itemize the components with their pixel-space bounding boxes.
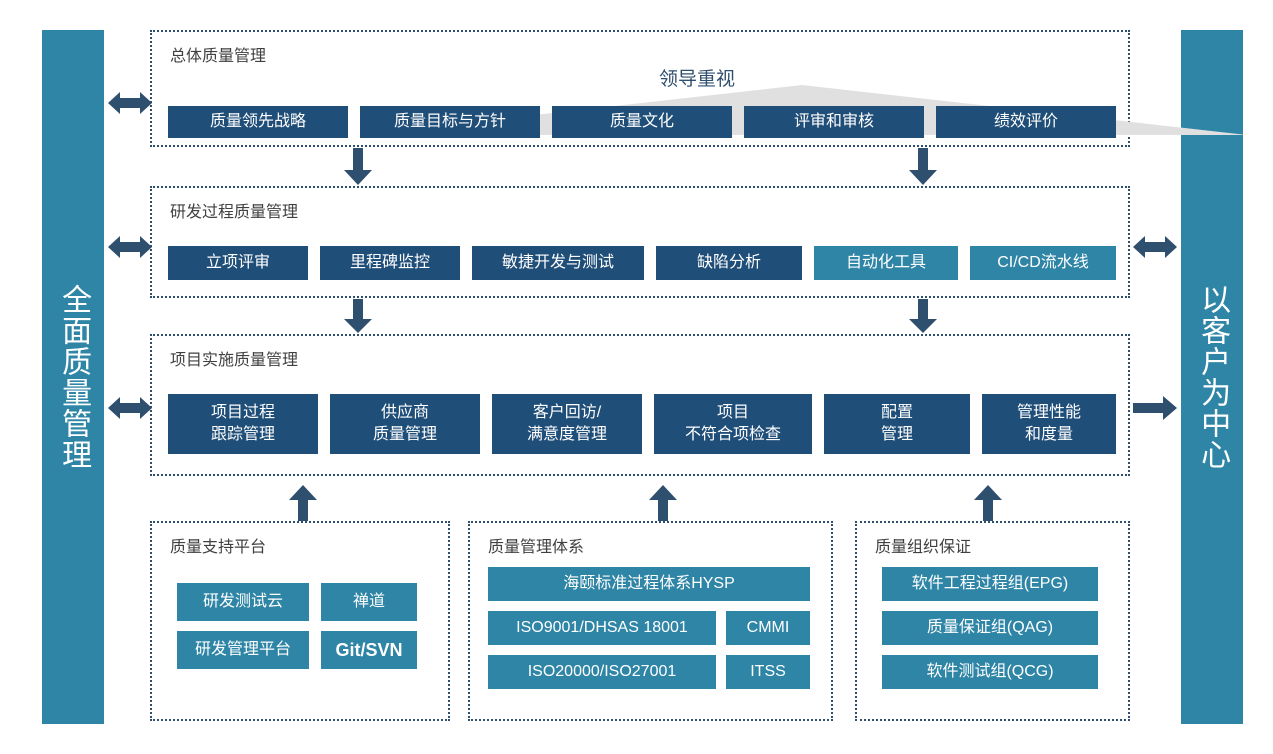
box-project-nonconformity-check[interactable]: 项目 不符合项检查 <box>654 394 812 454</box>
panel-rnd-process-quality-management: 研发过程质量管理 立项评审 里程碑监控 敏捷开发与测试 缺陷分析 自动化工具 C… <box>150 186 1130 298</box>
box-quality-leading-strategy[interactable]: 质量领先战略 <box>168 106 348 138</box>
arrow-management-system-up <box>649 485 677 521</box>
box-management-performance-metrics[interactable]: 管理性能 和度量 <box>982 394 1116 454</box>
box-milestone-monitoring[interactable]: 里程碑监控 <box>320 246 460 280</box>
arrow-left-to-overall-bidirectional <box>108 92 152 114</box>
arrow-rnd-to-project-down-left <box>344 299 372 333</box>
box-rnd-management-platform[interactable]: 研发管理平台 <box>177 631 309 669</box>
panel-project-implementation-quality-management: 项目实施质量管理 项目过程 跟踪管理 供应商 质量管理 客户回访/ 满意度管理 … <box>150 334 1130 476</box>
box-git-svn[interactable]: Git/SVN <box>321 631 417 669</box>
box-review-and-audit[interactable]: 评审和审核 <box>744 106 924 138</box>
box-iso20000-iso27001[interactable]: ISO20000/ISO27001 <box>488 655 716 689</box>
box-cmmi[interactable]: CMMI <box>726 611 810 645</box>
box-supplier-quality-management[interactable]: 供应商 质量管理 <box>330 394 480 454</box>
arrow-left-to-project-bidirectional <box>108 397 152 419</box>
arrow-left-to-rnd-bidirectional <box>108 236 152 258</box>
leadership-label: 领导重视 <box>658 69 735 90</box>
arrow-overall-to-rnd-down-right <box>909 148 937 185</box>
panel-overall-quality-management: 总体质量管理 领导重视 质量领先战略 质量目标与方针 质量文化 评审和审核 绩效… <box>150 30 1247 147</box>
panel-project-title: 项目实施质量管理 <box>170 352 299 369</box>
panel-org-title: 质量组织保证 <box>875 539 972 556</box>
panel-support-title: 质量支持平台 <box>170 539 267 556</box>
sidebar-right-customer-centric: 以客户为中心 <box>1181 30 1243 724</box>
box-qag-quality-assurance-group[interactable]: 质量保证组(QAG) <box>882 611 1098 645</box>
arrow-overall-to-rnd-down-left <box>344 148 372 185</box>
arrow-organization-assurance-up <box>974 485 1002 521</box>
box-iso9001-dhsas18001[interactable]: ISO9001/DHSAS 18001 <box>488 611 716 645</box>
box-configuration-management[interactable]: 配置 管理 <box>824 394 970 454</box>
box-project-initiation-review[interactable]: 立项评审 <box>168 246 308 280</box>
box-agile-dev-and-test[interactable]: 敏捷开发与测试 <box>472 246 644 280</box>
box-itss[interactable]: ITSS <box>726 655 810 689</box>
box-cicd-pipeline[interactable]: CI/CD流水线 <box>970 246 1116 280</box>
box-zentao[interactable]: 禅道 <box>321 583 417 621</box>
box-performance-evaluation[interactable]: 绩效评价 <box>936 106 1116 138</box>
box-rnd-test-cloud[interactable]: 研发测试云 <box>177 583 309 621</box>
panel-quality-organization-assurance: 质量组织保证 软件工程过程组(EPG) 质量保证组(QAG) 软件测试组(QCG… <box>855 521 1130 721</box>
box-customer-visit-satisfaction[interactable]: 客户回访/ 满意度管理 <box>492 394 642 454</box>
arrow-support-platform-up <box>289 485 317 521</box>
panel-quality-support-platform: 质量支持平台 研发测试云 禅道 研发管理平台 Git/SVN <box>150 521 450 721</box>
arrow-rnd-to-right-bidirectional <box>1133 236 1177 258</box>
box-defect-analysis[interactable]: 缺陷分析 <box>656 246 802 280</box>
panel-quality-management-system: 质量管理体系 海颐标准过程体系HYSP ISO9001/DHSAS 18001 … <box>468 521 833 721</box>
box-automation-tools[interactable]: 自动化工具 <box>814 246 958 280</box>
panel-rnd-title: 研发过程质量管理 <box>170 204 299 221</box>
box-quality-culture[interactable]: 质量文化 <box>552 106 732 138</box>
box-hysp-standard-process[interactable]: 海颐标准过程体系HYSP <box>488 567 810 601</box>
box-project-process-tracking[interactable]: 项目过程 跟踪管理 <box>168 394 318 454</box>
arrow-rnd-to-project-down-right <box>909 299 937 333</box>
panel-system-title: 质量管理体系 <box>488 539 585 556</box>
panel-overall-title: 总体质量管理 <box>170 48 267 65</box>
sidebar-left-total-quality-management: 全面质量管理 <box>42 30 104 724</box>
arrow-project-to-right-single <box>1133 396 1177 420</box>
box-qcg-software-test-group[interactable]: 软件测试组(QCG) <box>882 655 1098 689</box>
box-quality-goal-policy[interactable]: 质量目标与方针 <box>360 106 540 138</box>
box-epg-software-engineering-process-group[interactable]: 软件工程过程组(EPG) <box>882 567 1098 601</box>
